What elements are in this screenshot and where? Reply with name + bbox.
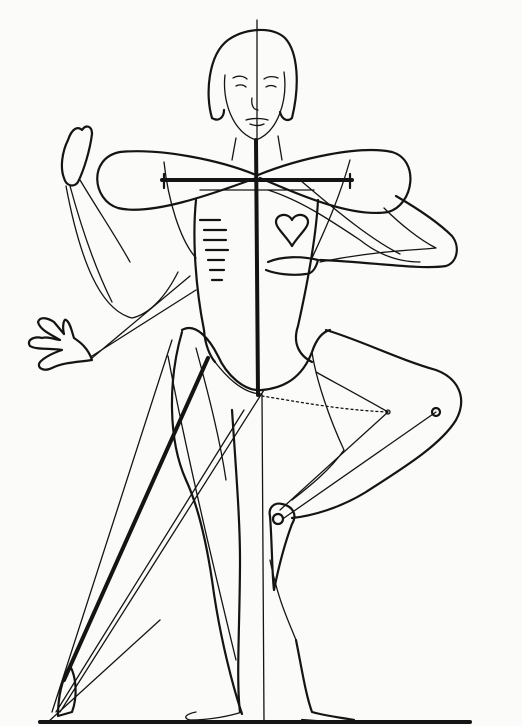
- heart-icon: [276, 215, 308, 246]
- left-arm: [62, 127, 178, 318]
- shoulder-loops: [97, 150, 410, 258]
- construction-rays: [48, 340, 264, 722]
- raised-leg: [262, 330, 461, 518]
- left-hand: [29, 276, 196, 370]
- head: [209, 30, 297, 140]
- standing-leg: [168, 332, 242, 720]
- right-foot: [270, 560, 354, 722]
